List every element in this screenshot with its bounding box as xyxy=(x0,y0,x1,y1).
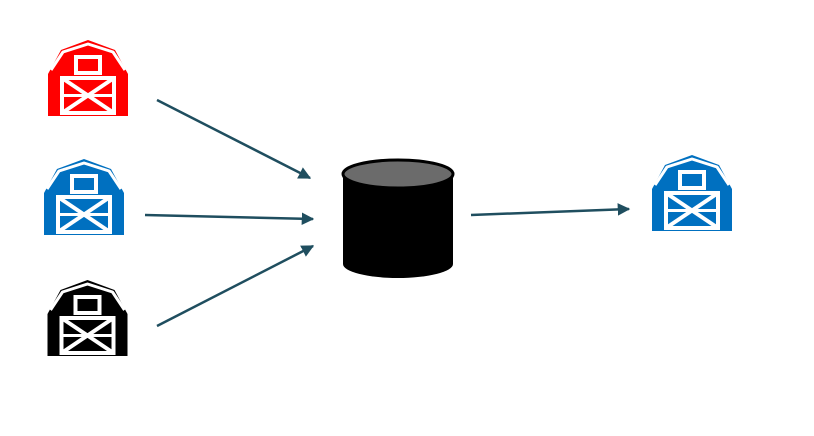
database-top xyxy=(341,158,455,190)
arrow-red-barn-to-database xyxy=(156,98,312,180)
barn-icon xyxy=(652,155,732,231)
arrow-black-barn-to-database xyxy=(156,244,315,328)
source-red-barn xyxy=(48,40,128,116)
target-blue-barn xyxy=(652,155,732,231)
source-black-barn xyxy=(48,280,128,356)
source-blue-barn xyxy=(44,159,124,235)
barn-icon xyxy=(44,159,124,235)
barn-icon xyxy=(48,280,128,356)
database-cylinder-icon xyxy=(343,174,453,278)
barn-icon xyxy=(48,40,128,116)
arrow-database-to-target xyxy=(470,203,631,217)
arrow-blue-barn-to-database xyxy=(144,212,315,225)
database xyxy=(341,158,455,278)
